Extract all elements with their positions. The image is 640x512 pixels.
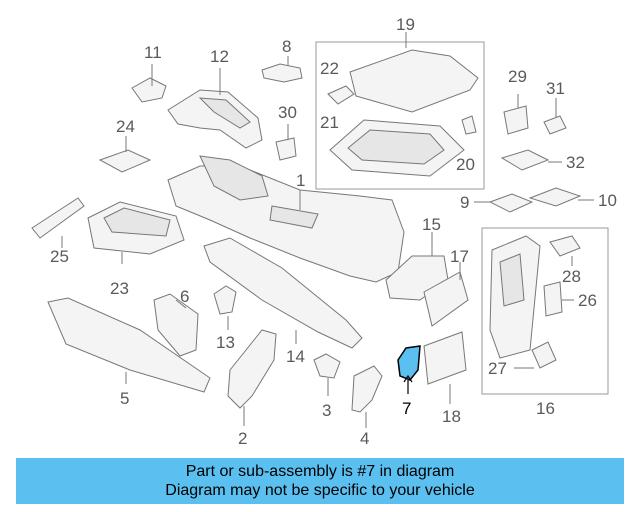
- part-7[interactable]: [397, 345, 421, 394]
- part-12[interactable]: [167, 68, 263, 149]
- part-9[interactable]: [474, 193, 534, 213]
- callout-27: 27: [488, 359, 507, 378]
- part-22[interactable]: [327, 85, 355, 105]
- callout-29: 29: [508, 67, 527, 86]
- callout-13: 13: [216, 333, 235, 352]
- callout-14: 14: [286, 347, 305, 366]
- part-31[interactable]: [543, 98, 567, 135]
- callout-26: 26: [578, 291, 597, 310]
- part-11[interactable]: [131, 64, 167, 103]
- part-1[interactable]: [167, 155, 405, 283]
- callout-4: 4: [360, 429, 369, 448]
- part-2[interactable]: [227, 329, 277, 426]
- part-13[interactable]: [213, 285, 237, 330]
- part-6[interactable]: [153, 293, 199, 357]
- callout-15: 15: [422, 215, 441, 234]
- callout-10: 10: [598, 191, 617, 210]
- part-4[interactable]: [351, 365, 383, 428]
- banner-line-1: Part or sub-assembly is #7 in diagram: [185, 463, 455, 480]
- parts-diagram: 11 12 8 19 22 21 20 30 29 31 24 32 1 9 1…: [31, 15, 617, 448]
- part-29[interactable]: [503, 94, 529, 135]
- callout-18: 18: [442, 407, 461, 426]
- part-25[interactable]: [31, 197, 85, 248]
- part-3[interactable]: [313, 353, 341, 396]
- part-14[interactable]: [203, 237, 363, 349]
- info-banner: Part or sub-assembly is #7 in diagram Di…: [16, 458, 624, 504]
- callout-21: 21: [320, 113, 339, 132]
- part-8[interactable]: [261, 56, 303, 83]
- callout-2: 2: [238, 429, 247, 448]
- callout-6: 6: [180, 287, 189, 306]
- inset-box-16: [481, 227, 609, 395]
- part-21[interactable]: [329, 119, 465, 177]
- part-32[interactable]: [500, 149, 562, 171]
- part-28[interactable]: [549, 235, 581, 266]
- part-18[interactable]: [423, 331, 467, 404]
- part-30[interactable]: [275, 124, 297, 161]
- part-24[interactable]: [98, 136, 152, 173]
- callout-9: 9: [460, 193, 469, 212]
- callout-3: 3: [322, 401, 331, 420]
- part-27[interactable]: [514, 341, 557, 369]
- part-5[interactable]: [47, 297, 211, 393]
- callout-17: 17: [450, 247, 469, 266]
- callout-19: 19: [396, 15, 415, 34]
- part-20[interactable]: [461, 115, 477, 135]
- callout-8: 8: [282, 37, 291, 56]
- callout-32: 32: [566, 153, 585, 172]
- part-10[interactable]: [528, 187, 594, 207]
- callout-25: 25: [50, 247, 69, 266]
- callout-20: 20: [456, 155, 475, 174]
- callout-24: 24: [116, 117, 135, 136]
- part-19[interactable]: [349, 32, 479, 113]
- part-23[interactable]: [87, 201, 185, 264]
- callout-7: 7: [402, 399, 411, 418]
- part-26[interactable]: [543, 281, 574, 317]
- part-17[interactable]: [423, 262, 469, 327]
- part-16[interactable]: [489, 235, 541, 359]
- callout-5: 5: [120, 389, 129, 408]
- callout-1: 1: [296, 171, 305, 190]
- callout-30: 30: [278, 103, 297, 122]
- callout-22: 22: [320, 59, 339, 78]
- callout-16: 16: [536, 399, 555, 418]
- inset-box-19: [315, 41, 485, 190]
- callout-28: 28: [562, 267, 581, 286]
- banner-line-2: Diagram may not be specific to your vehi…: [165, 482, 475, 499]
- callout-12: 12: [210, 47, 229, 66]
- callout-31: 31: [546, 79, 565, 98]
- callout-11: 11: [144, 43, 162, 62]
- callout-23: 23: [110, 279, 129, 298]
